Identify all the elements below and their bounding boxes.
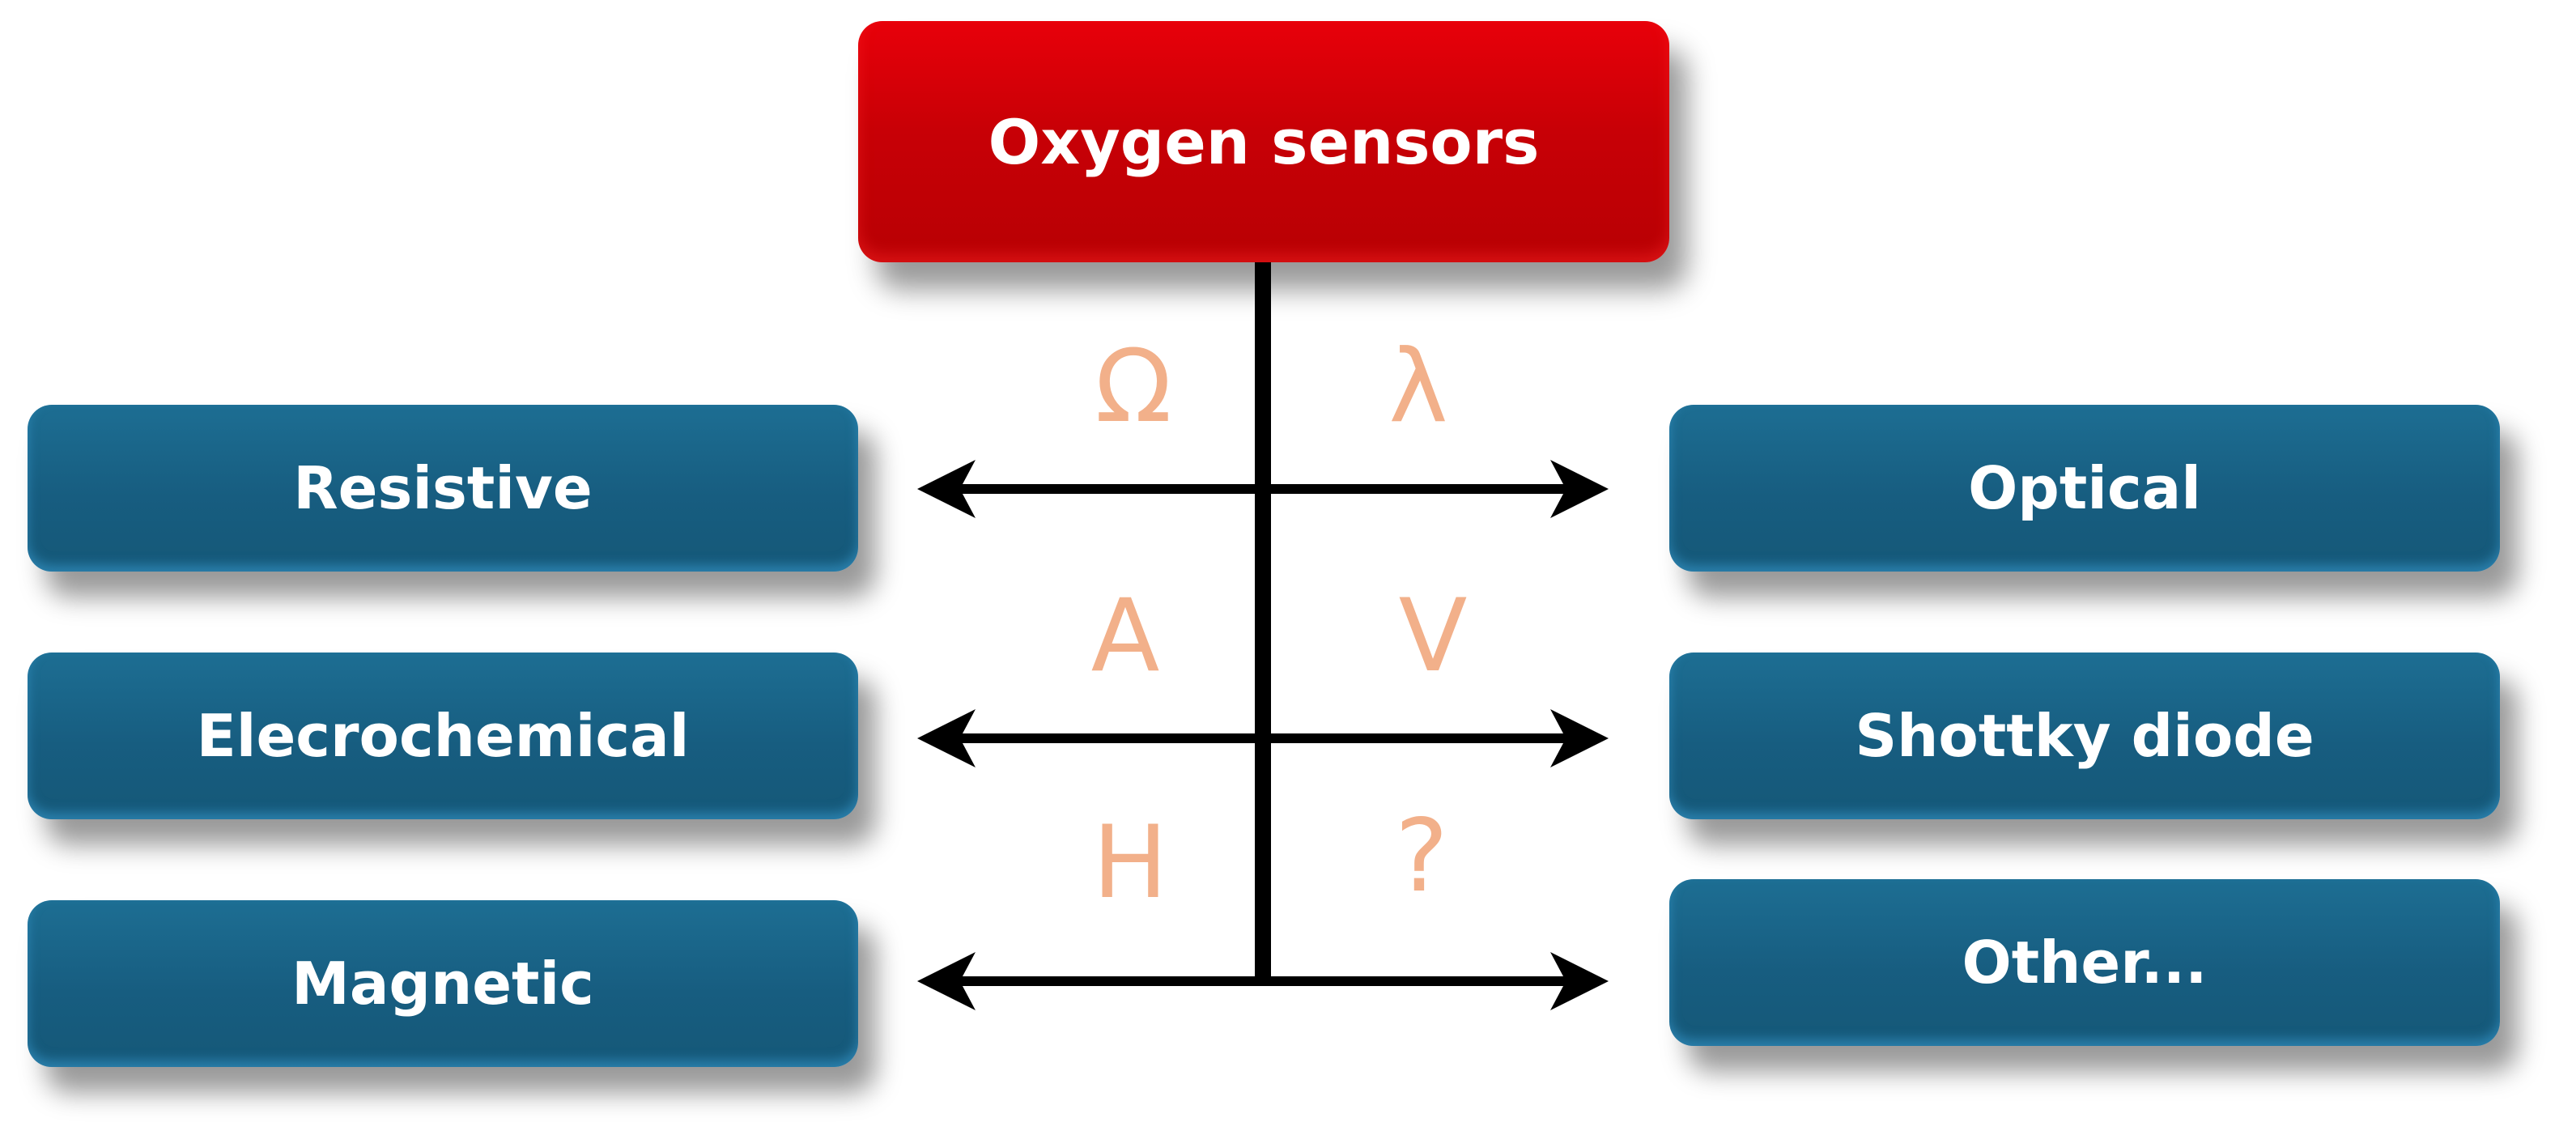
category-label: Optical	[1968, 454, 2201, 522]
category-label: Magnetic	[291, 950, 594, 1018]
category-electrochemical: Elecrochemical	[28, 653, 858, 819]
magnetic-field-symbol: H	[1092, 805, 1168, 921]
category-label: Shottky diode	[1855, 702, 2315, 770]
category-magnetic: Magnetic	[28, 900, 858, 1067]
volt-symbol: V	[1398, 578, 1468, 695]
category-label: Resistive	[293, 454, 593, 522]
category-other: Other...	[1669, 879, 2500, 1046]
root-node-label: Oxygen sensors	[988, 105, 1540, 178]
omega-symbol: Ω	[1095, 329, 1172, 445]
category-shottky-diode: Shottky diode	[1669, 653, 2500, 819]
category-label: Elecrochemical	[196, 702, 690, 770]
category-label: Other...	[1962, 929, 2208, 997]
question-mark-symbol: ?	[1395, 798, 1448, 915]
root-node-oxygen-sensors: Oxygen sensors	[858, 21, 1669, 262]
category-resistive: Resistive	[28, 405, 858, 572]
lambda-symbol: λ	[1388, 329, 1448, 445]
category-optical: Optical	[1669, 405, 2500, 572]
ampere-symbol: A	[1090, 578, 1160, 695]
